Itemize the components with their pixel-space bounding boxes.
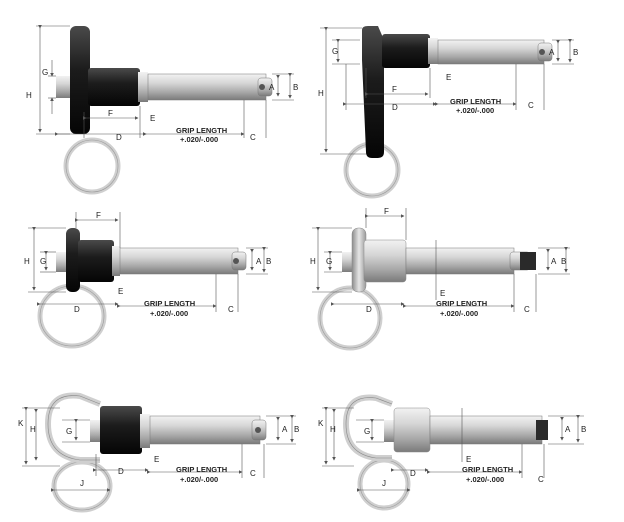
dim-label-a: A [549, 48, 555, 57]
dim-label-h: H [330, 425, 336, 434]
dim-label-f: F [384, 207, 389, 216]
grip-tolerance-label: +.020/-.000 [456, 106, 494, 115]
t-handle [70, 26, 90, 134]
dim-label-b: B [266, 257, 271, 266]
dim-label-c: C [538, 475, 544, 484]
dim-label-j: J [382, 479, 386, 488]
pull-ring [317, 285, 383, 351]
dim-label-a: A [269, 83, 275, 92]
dim-label-h: H [24, 257, 30, 266]
dim-label-b: B [294, 425, 299, 434]
dim-label-d: D [366, 305, 372, 314]
dim-label-a: A [256, 257, 262, 266]
panel-button-head-pin-black: H G F E D GRIP LENGTH +.020/-.000 C A B [24, 211, 271, 349]
panel-d-ring-pin-black: K H G E D J GRIP LENGTH +.020/-.000 C A … [18, 392, 299, 513]
shaft [149, 415, 261, 445]
dim-label-g: G [42, 68, 48, 77]
dim-label-h: H [26, 91, 32, 100]
dim-label-g: G [66, 427, 72, 436]
dim-label-c: C [528, 101, 534, 110]
dim-label-c: C [524, 305, 530, 314]
grip-tolerance-label: +.020/-.000 [466, 475, 504, 484]
dim-label-b: B [293, 83, 298, 92]
grip-length-label: GRIP LENGTH [450, 97, 501, 106]
dim-label-c: C [228, 305, 234, 314]
dim-label-b: B [581, 425, 586, 434]
grip-tolerance-label: +.020/-.000 [180, 135, 218, 144]
dim-label-h: H [310, 257, 316, 266]
dim-label-e: E [440, 289, 445, 298]
dim-label-f: F [108, 109, 113, 118]
dim-label-g: G [364, 427, 370, 436]
shaft [405, 247, 515, 275]
pull-ring [37, 283, 107, 349]
grip-tolerance-label: +.020/-.000 [180, 475, 218, 484]
button-head [66, 228, 80, 292]
dim-label-e: E [446, 73, 451, 82]
panel-d-ring-pin-steel: K H G E D J GRIP LENGTH +.020/-.000 C A … [318, 394, 586, 511]
dim-label-g: G [332, 47, 338, 56]
dim-label-e: E [154, 455, 159, 464]
dim-label-f: F [96, 211, 101, 220]
grip-length-label: GRIP LENGTH [144, 299, 195, 308]
panel-button-head-pin-steel: H G F E D GRIP LENGTH +.020/-.000 C A B [310, 207, 570, 351]
grip-tolerance-label: +.020/-.000 [150, 309, 188, 318]
dim-label-d: D [410, 469, 416, 478]
l-handle [362, 26, 384, 158]
dim-label-a: A [282, 425, 288, 434]
dim-label-c: C [250, 133, 256, 142]
grip-length-label: GRIP LENGTH [462, 465, 513, 474]
dim-label-h: H [30, 425, 36, 434]
dim-label-a: A [565, 425, 571, 434]
panel-t-handle-pin: H G F D E GRIP LENGTH +.020/-.000 C A B [26, 25, 298, 195]
dim-label-e: E [466, 455, 471, 464]
dim-label-e: E [118, 287, 123, 296]
grip-length-label: GRIP LENGTH [436, 299, 487, 308]
dim-label-d: D [392, 103, 398, 112]
grip-length-label: GRIP LENGTH [176, 126, 227, 135]
dim-label-k: K [318, 419, 324, 428]
grip-length-label: GRIP LENGTH [176, 465, 227, 474]
dim-label-e: E [150, 114, 155, 123]
shaft [437, 39, 545, 65]
shaft [147, 73, 267, 101]
shaft [119, 247, 239, 275]
dim-label-j: J [80, 479, 84, 488]
dim-label-a: A [551, 257, 557, 266]
dim-label-k: K [18, 419, 24, 428]
dim-label-f: F [392, 85, 397, 94]
dim-label-b: B [573, 48, 578, 57]
panel-l-handle-pin: H G F E D GRIP LENGTH +.020/-.000 C A B [318, 26, 578, 199]
dim-label-g: G [40, 257, 46, 266]
dim-label-d: D [74, 305, 80, 314]
dim-label-b: B [561, 257, 566, 266]
dim-label-h: H [318, 89, 324, 98]
dim-label-c: C [250, 469, 256, 478]
grip-tolerance-label: +.020/-.000 [440, 309, 478, 318]
dim-label-g: G [326, 257, 332, 266]
dim-label-d: D [116, 133, 122, 142]
shaft [429, 415, 543, 445]
dim-label-d: D [118, 467, 124, 476]
